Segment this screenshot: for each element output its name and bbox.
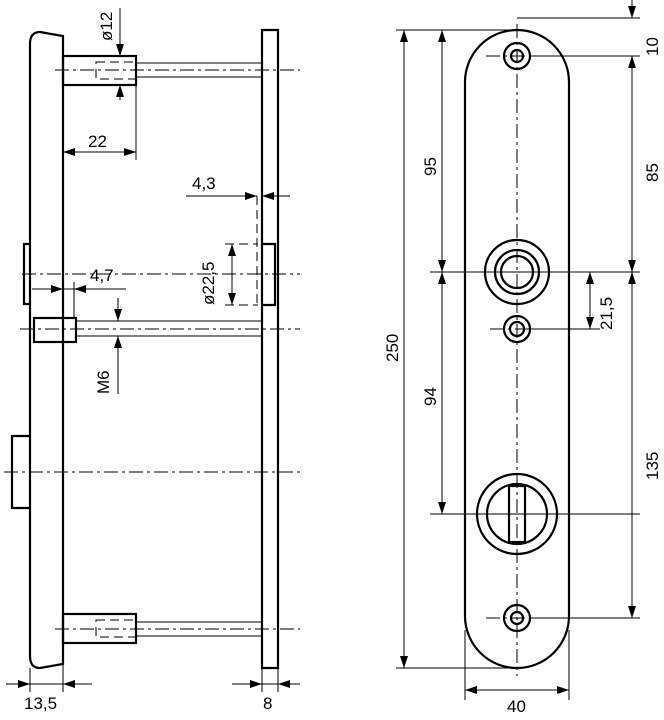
dim-d22-5-label: ø22,5 <box>199 262 218 305</box>
dim-4-3: 4,3 <box>186 174 290 200</box>
bottom-screw <box>55 612 300 645</box>
dim-m6-label: M6 <box>94 370 113 394</box>
dim-85-label: 85 <box>643 163 662 182</box>
dim-95: 95 <box>421 30 446 272</box>
dim-22-label: 22 <box>88 132 107 151</box>
side-view: ø12 22 4,3 ø22,5 <box>4 8 300 713</box>
dim-d12: ø12 <box>97 8 124 100</box>
dim-250: 250 <box>383 30 408 668</box>
dim-21-5-label: 21,5 <box>597 297 616 330</box>
m6-bolt <box>20 316 300 344</box>
dim-8-label: 8 <box>263 694 272 713</box>
dim-d12-label: ø12 <box>97 12 116 41</box>
dim-21-5: 21,5 <box>586 272 616 330</box>
dim-94: 94 <box>421 272 446 514</box>
dim-10-label: 10 <box>643 37 662 56</box>
dim-8: 8 <box>232 668 300 713</box>
dim-135: 135 <box>628 272 662 618</box>
dim-4-7-label: 4,7 <box>90 266 114 285</box>
dim-85: 85 <box>628 72 662 272</box>
dim-22: 22 <box>63 85 137 160</box>
dim-4-7: 4,7 <box>32 266 126 318</box>
front-view: 250 95 94 21,5 10 <box>383 0 662 716</box>
dim-40-label: 40 <box>507 697 526 716</box>
dim-40: 40 <box>464 630 570 716</box>
inner-plate <box>260 28 280 670</box>
dim-d22-5: ø22,5 <box>199 244 236 305</box>
outer-plate <box>28 30 65 670</box>
dim-95-label: 95 <box>421 157 440 176</box>
dim-13-5: 13,5 <box>6 664 92 713</box>
dim-94-label: 94 <box>421 387 440 406</box>
dim-135-label: 135 <box>643 452 662 480</box>
dim-4-3-label: 4,3 <box>192 174 216 193</box>
dim-13-5-label: 13,5 <box>24 694 57 713</box>
top-screw <box>55 54 300 87</box>
dim-10: 10 <box>628 0 662 72</box>
dim-250-label: 250 <box>383 334 402 362</box>
dim-m6: M6 <box>94 298 122 394</box>
